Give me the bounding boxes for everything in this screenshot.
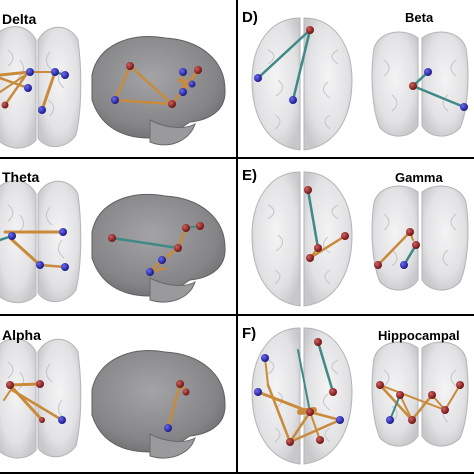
panel-title-gamma: Gamma [395,170,443,185]
beta-front-nodes [409,68,468,111]
hippocampal-front-nodes [376,381,464,424]
panel-title-theta: Theta [2,169,40,185]
theta-front-edges [0,230,67,269]
brain-front-view-icon [371,31,469,137]
brain-lateral-view-icon [91,350,226,459]
panel-letter-beta: D) [242,9,258,26]
brain-front-view-icon [371,185,469,291]
brain-front-view-icon [0,26,82,149]
theta-lateral-nodes [108,222,204,276]
hippocampal-front-edges [378,383,461,422]
brain-front-view-icon [0,180,82,304]
panel-letter-hippocampal: F) [242,325,256,342]
panel-theta: Theta [0,169,226,304]
alpha-front-edges [3,382,64,422]
beta-top-edges [256,28,312,102]
panel-delta: Delta [0,11,226,149]
beta-top-nodes [254,26,314,104]
brain-front-view-icon [371,341,469,447]
theta-front-nodes [8,228,69,271]
delta-lateral-nodes [111,62,202,108]
brain-front-view-icon [0,338,82,459]
panel-title-hippocampal: Hippocampal [378,328,460,343]
brain-lateral-view-icon [91,36,226,146]
panel-letter-gamma: E) [242,167,257,184]
panel-title-alpha: Alpha [2,327,41,343]
gamma-front-nodes [374,228,420,269]
panel-gamma: E) Gamma [242,167,469,307]
delta-front-nodes [1,68,69,114]
alpha-front-nodes [6,380,66,424]
panel-title-beta: Beta [405,10,434,25]
alpha-lateral-nodes [164,380,190,432]
panel-title-delta: Delta [2,11,36,27]
panel-alpha: Alpha [0,327,226,459]
gamma-top-nodes [304,186,349,262]
panel-hippocampal: F) Hippocampal [242,325,469,465]
brain-top-view-icon [251,171,353,307]
brain-lateral-view-icon [91,194,226,303]
panel-beta: D) Beta [242,9,469,151]
hippocampal-top-nodes [254,338,344,446]
